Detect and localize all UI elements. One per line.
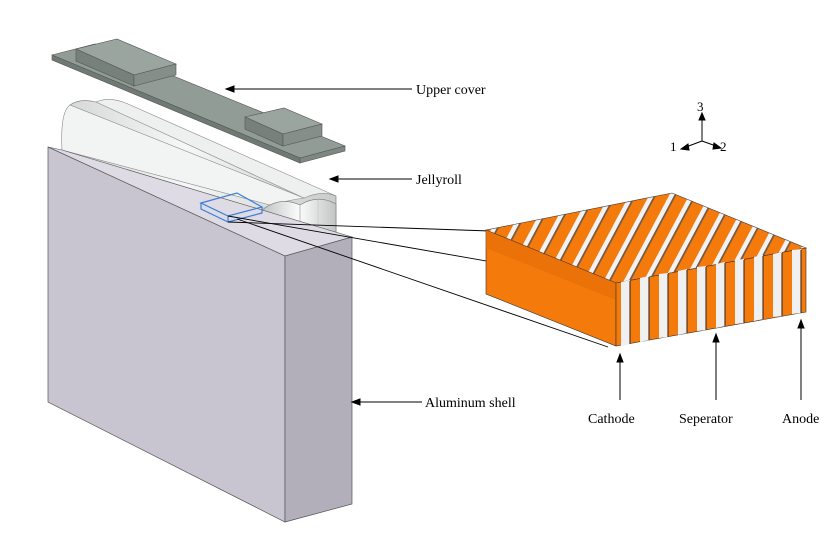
- callout-arrows: [224, 85, 805, 406]
- axis-1-arrow: [679, 143, 690, 151]
- jellyroll: [61, 99, 337, 249]
- anode-label: Anode: [782, 412, 819, 427]
- axis-3-arrow: [698, 111, 706, 121]
- axis-1-label: 1: [670, 139, 677, 154]
- layer-block: [484, 192, 808, 347]
- axis-2-arrow: [712, 142, 723, 150]
- terminal-right-side: [282, 123, 323, 147]
- jellyroll-roll-middle: [95, 99, 337, 199]
- zoom-line-middle: [236, 218, 609, 348]
- aluminum-shell: [47, 146, 354, 523]
- jellyroll-label: Jellyroll: [416, 173, 462, 188]
- upper-cover-label: Upper cover: [416, 83, 486, 98]
- axis-2-label: 2: [720, 139, 727, 154]
- upper-cover: [51, 38, 346, 164]
- layer-block-front-layers: [621, 249, 802, 346]
- zoom-line-bottom: [227, 221, 491, 232]
- shell-side-face: [284, 236, 353, 523]
- terminal-left-side: [133, 63, 177, 87]
- separator-label: Seperator: [679, 412, 733, 427]
- upper-cover-plate-end: [299, 145, 346, 164]
- axis-3-label: 3: [697, 99, 704, 114]
- axis-triad: [679, 111, 723, 151]
- layer-block-left-shade: [486, 230, 616, 300]
- aluminum-shell-label: Aluminum shell: [425, 396, 516, 411]
- cathode-label: Cathode: [588, 412, 635, 427]
